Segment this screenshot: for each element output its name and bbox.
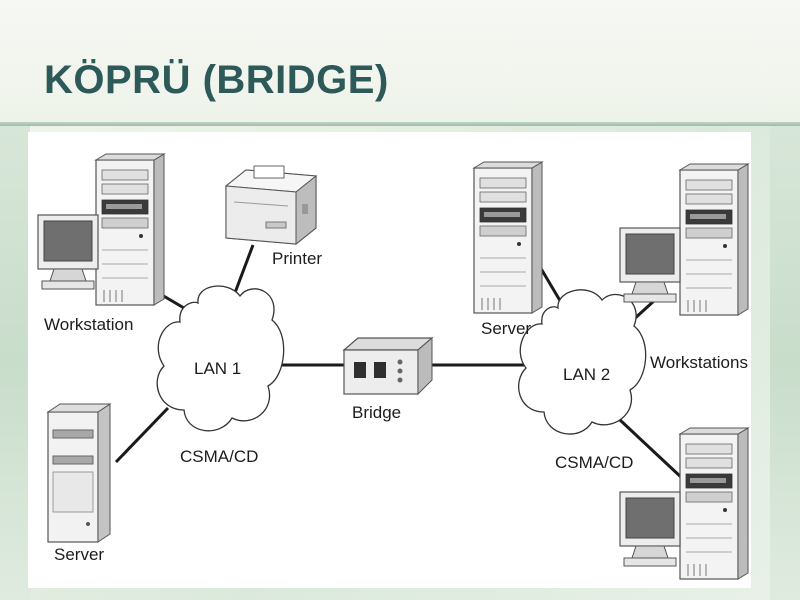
link-workstation-bottom-lan2: [618, 418, 684, 480]
label-lan1: LAN 1: [194, 359, 241, 378]
workstation-lan2-top-computer: [679, 163, 749, 316]
server-lan1-computer: [47, 403, 111, 543]
right-decoration: [770, 126, 800, 600]
lan2-cloud: [518, 289, 647, 435]
slide-title: KÖPRÜ (BRIDGE): [44, 58, 389, 102]
label-csma-lan2: CSMA/CD: [555, 453, 633, 472]
label-printer: Printer: [272, 249, 322, 268]
label-server-lan2: Server: [481, 319, 531, 338]
connection-lines: [114, 244, 684, 480]
lan1-cloud: [156, 285, 285, 432]
bridge-device: [342, 336, 434, 396]
monitor-icon: [619, 491, 681, 567]
label-bridge: Bridge: [352, 403, 401, 422]
server-lan2-computer: [473, 161, 543, 314]
link-server-lan1: [114, 406, 170, 464]
left-decoration: [0, 126, 30, 600]
title-underline: [0, 122, 800, 126]
title-band: [0, 0, 800, 122]
workstation-lan1-computer: [95, 153, 165, 306]
workstation-lan2-bottom-computer: [679, 427, 749, 580]
label-lan2: LAN 2: [563, 365, 610, 384]
label-csma-lan1: CSMA/CD: [180, 447, 258, 466]
printer-icon: [224, 165, 318, 246]
link-printer-lan1: [231, 244, 255, 299]
label-workstations-lan2: Workstations: [650, 353, 748, 372]
label-server-lan1: Server: [54, 545, 104, 564]
monitor-icon: [37, 214, 99, 290]
label-workstation-lan1: Workstation: [44, 315, 133, 334]
monitor-icon: [619, 227, 681, 303]
